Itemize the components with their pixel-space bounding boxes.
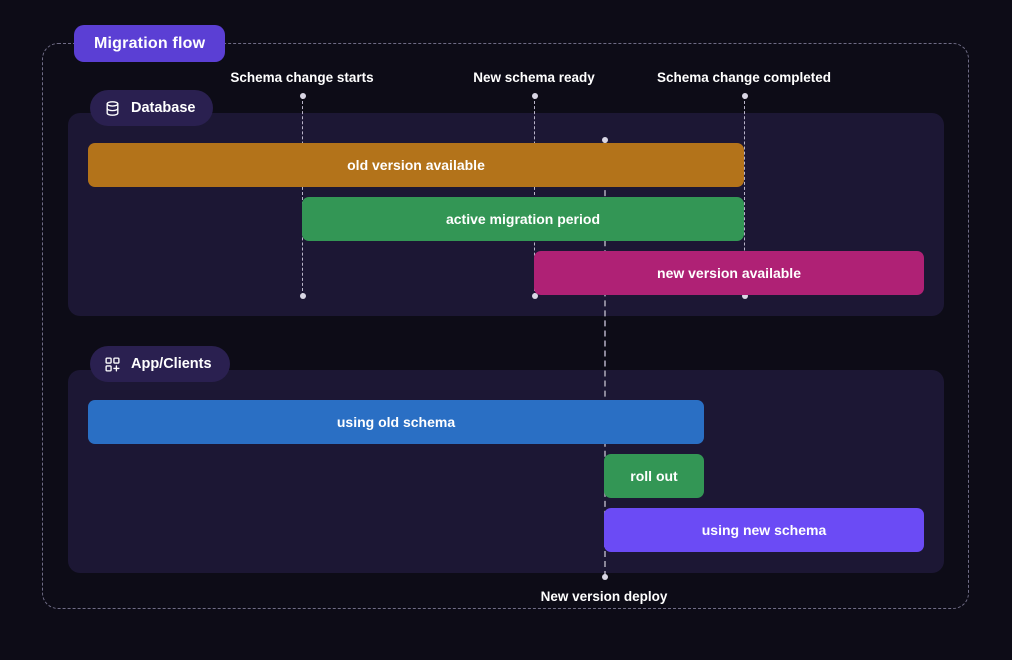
milestone-dot-bottom [601, 574, 608, 580]
bar-label-old-version-available: old version available [347, 157, 485, 173]
migration-flow-badge-label: Migration flow [94, 34, 206, 52]
bar-roll-out: roll out [604, 454, 704, 498]
milestone-dot-bottom [299, 293, 306, 299]
lane-chip-database: Database [90, 90, 214, 126]
migration-flow-badge: Migration flow [74, 25, 226, 62]
lane-chip-app-label: App/Clients [131, 356, 212, 372]
bar-using-old-schema: using old schema [88, 400, 704, 444]
lane-chip-database-label: Database [131, 100, 196, 116]
milestone-label-new-schema-ready: New schema ready [473, 70, 595, 85]
bar-label-active-migration-period: active migration period [445, 211, 601, 227]
milestone-guide-line [302, 96, 303, 296]
bar-label-using-new-schema: using new schema [701, 522, 827, 538]
database-icon [104, 100, 121, 117]
milestone-guide-line [534, 96, 535, 296]
bar-old-version-available: old version available [88, 143, 744, 187]
milestone-dot-bottom [741, 293, 748, 299]
bar-label-new-version-available: new version available [657, 265, 801, 281]
migration-flow-frame [42, 43, 969, 609]
bar-using-new-schema: using new schema [604, 508, 924, 552]
milestone-guide-line [744, 96, 745, 296]
milestone-dot-top [531, 93, 538, 99]
milestone-label-schema-change-starts: Schema change starts [230, 70, 374, 85]
milestone-label-new-version-deploy: New version deploy [540, 589, 668, 604]
milestone-dot-bottom [531, 293, 538, 299]
milestone-dot-top [741, 93, 748, 99]
milestone-dot-top [601, 137, 608, 143]
bar-label-using-old-schema: using old schema [336, 414, 456, 430]
grid-plus-icon [104, 356, 121, 373]
milestone-guide-line [604, 140, 606, 577]
milestone-dot-top [299, 93, 306, 99]
bar-active-migration-period: active migration period [302, 197, 744, 241]
milestone-label-schema-change-completed: Schema change completed [656, 70, 832, 85]
bar-new-version-available: new version available [534, 251, 924, 295]
lane-chip-app: App/Clients [90, 346, 230, 382]
bar-label-roll-out: roll out [630, 468, 678, 484]
